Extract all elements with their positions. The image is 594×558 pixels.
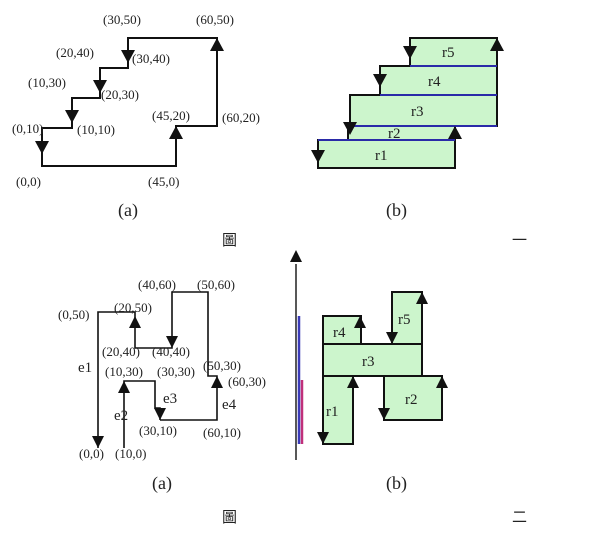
fig1a-arrow-up-45-20 [169, 126, 183, 139]
fig2b-arrow-up [416, 292, 428, 304]
fig2a-label: (20,40) [102, 344, 140, 359]
fig2a-label: (40,40) [152, 344, 190, 359]
fig1b-rect-label: r5 [442, 45, 455, 61]
fig2a-path-top [134, 291, 218, 381]
fig2a-label: (10,30) [105, 364, 143, 379]
fig2a-arrowheads [92, 316, 223, 448]
fig2a-label: (0,50) [58, 307, 89, 322]
fig1b-rect-r3 [349, 94, 498, 127]
fig1a-label: (10,30) [28, 75, 66, 90]
fig1a-label: (60,50) [196, 12, 234, 27]
fig2b-caption: (b) [386, 473, 407, 494]
fig2a-label: (30,30) [157, 364, 195, 379]
fig1a-label: (20,40) [56, 45, 94, 60]
fig1a-arrow-down-30-50 [121, 50, 135, 63]
fig1a-label: (30,50) [103, 12, 141, 27]
fig2a-label: (50,30) [203, 358, 241, 373]
fig2b-axis-arrow [290, 250, 302, 262]
fig2a-label: (60,30) [228, 374, 266, 389]
fig2b-rect-label: r1 [326, 404, 339, 420]
fig2a-arrow-up-20-50 [129, 316, 141, 328]
fig2b-rect-label: r5 [398, 312, 411, 328]
fig2a-arrow-up-60-30 [211, 376, 223, 388]
fig1b-rect-r4 [379, 65, 498, 96]
fig2b-rect-label: r3 [362, 354, 375, 370]
fig2a-edge-label: e1 [78, 360, 92, 376]
fig1a-label: (0,0) [16, 174, 41, 189]
fig2a-arrow-down-40-60 [166, 336, 178, 348]
fig2b-arrow-up [354, 316, 366, 328]
fig1-caption: 圖 [222, 232, 237, 249]
fig1b-rect-label: r4 [428, 74, 441, 90]
fig1b-arrow-up [490, 38, 504, 51]
fig1-number: 一 [512, 233, 527, 249]
fig1b-rect-label: r1 [375, 148, 388, 164]
fig2b-rect-r2 [383, 375, 443, 421]
fig1a-labels: (30,50) (60,50) (20,40) (30,40) (10,30) … [12, 12, 260, 189]
fig2b-rect-label: r2 [405, 392, 418, 408]
fig2a-caption: (a) [152, 473, 172, 494]
fig1b-arrow-down [373, 74, 387, 87]
fig2b-labels: r4 r5 r3 r1 r2 [326, 312, 418, 420]
fig2a-label: (60,10) [203, 425, 241, 440]
fig1a-arrow-down-10-30 [65, 110, 79, 123]
fig1b-labels: r5 r4 r3 r2 r1 [375, 45, 455, 164]
fig1b-arrow-down [311, 150, 325, 163]
fig1b-rect-r2 [347, 125, 456, 141]
fig2a-path-e1 [97, 311, 136, 448]
fig2a-arrow-down-e1 [92, 436, 104, 448]
fig1a-label: (45,20) [152, 108, 190, 123]
fig2a-edge-label: e2 [114, 408, 128, 424]
fig2a-arrow-down-30-10 [154, 408, 166, 420]
fig1a-caption: (a) [118, 200, 138, 221]
fig1b-rect-label: r2 [388, 126, 401, 142]
fig2b-arrowheads [317, 292, 448, 444]
fig1a-arrow-down-0-10 [35, 141, 49, 154]
fig2b-rect-label: r4 [333, 325, 346, 341]
fig2a-label: (10,0) [115, 446, 146, 461]
fig2a-path-e4 [160, 381, 218, 421]
fig1a-label: (0,10) [12, 121, 43, 136]
fig1b-arrow-down [343, 122, 357, 135]
fig2a-edge-label: e4 [222, 397, 237, 413]
fig1a-arrow-down-20-40 [93, 80, 107, 93]
fig1b-arrow-down [403, 46, 417, 59]
fig2a-label: (0,0) [79, 446, 104, 461]
fig2b-arrow-down [378, 408, 390, 420]
fig1b-caption: (b) [386, 200, 407, 221]
fig2b-rect-r5 [391, 291, 423, 345]
fig2a-label: (30,10) [139, 423, 177, 438]
fig2b-arrow-down [386, 332, 398, 344]
fig2a-edge-label: e3 [163, 391, 177, 407]
fig1a-label: (45,0) [148, 174, 179, 189]
fig1b-arrow-up [448, 126, 462, 139]
fig2-number: 二 [512, 510, 527, 526]
fig2a-label: (20,50) [114, 300, 152, 315]
fig1a-label: (10,10) [77, 122, 115, 137]
fig2b-axis [290, 250, 304, 460]
fig2b-arrow-up [436, 376, 448, 388]
fig2a-label: (50,60) [197, 277, 235, 292]
fig2-caption: 圖 [222, 509, 237, 526]
fig1-panel-b [317, 37, 498, 169]
fig2b-rect-r3 [322, 343, 423, 377]
fig1b-rect-label: r3 [411, 104, 424, 120]
fig2a-arrow-up-10-30 [118, 381, 130, 393]
fig2b-rect-r4 [322, 315, 362, 345]
fig2a-label: (40,60) [138, 277, 176, 292]
fig1a-arrowheads [35, 38, 224, 154]
fig1b-dividers [318, 65, 497, 141]
fig1a-label: (30,40) [132, 51, 170, 66]
fig2-panel-b [322, 291, 443, 445]
fig2b-arrow-up [347, 376, 359, 388]
fig1b-arrowheads [311, 38, 504, 163]
fig1a-label: (60,20) [222, 110, 260, 125]
fig1a-arrow-up-60-50 [210, 38, 224, 51]
fig1a-label: (20,30) [101, 87, 139, 102]
fig2a-labels: (40,60) (50,60) (0,50) (20,50) (20,40) (… [58, 277, 266, 461]
fig2b-arrow-down [317, 432, 329, 444]
